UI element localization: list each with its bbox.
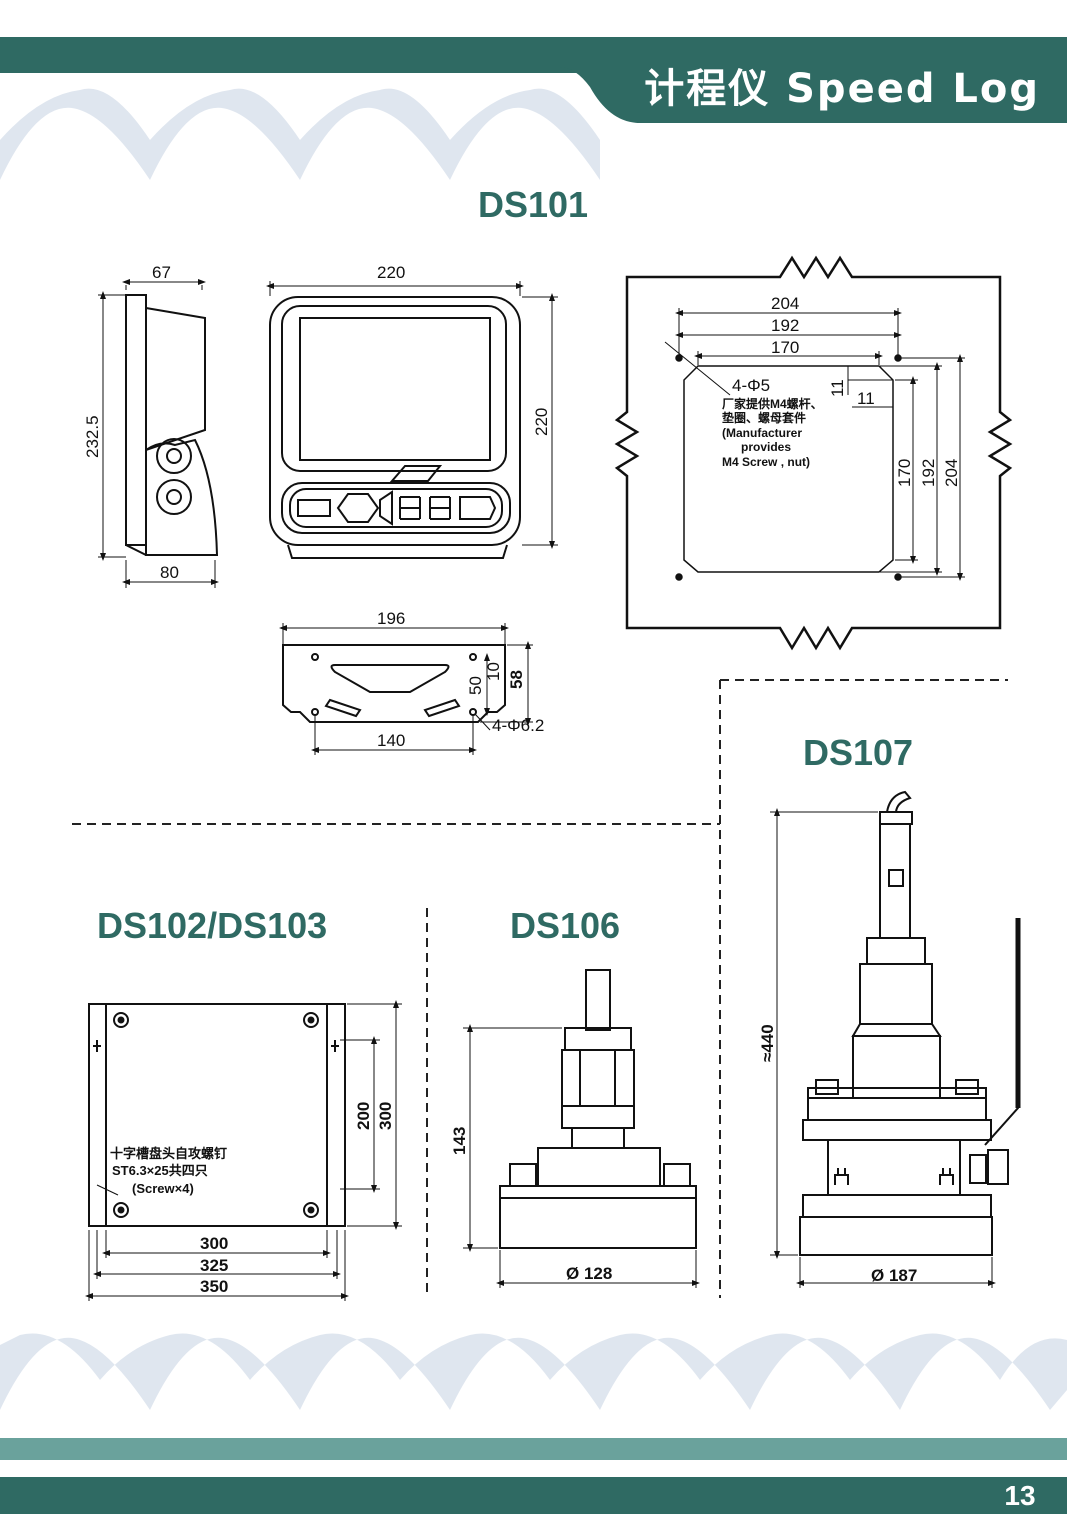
dim-ds102-h2: 300 [376,1102,395,1130]
ds102-note-line-2: ST6.3×25共四只 [112,1163,208,1178]
dim-cutout-mid: 192 [771,316,799,335]
dim-bracket-h1: 10 [484,662,503,681]
hole-spec: 4-Φ5 [732,376,770,395]
dim-bracket-h3: 58 [507,670,526,689]
note-en-line-1: (Manufacturer [722,426,802,440]
ds106-sensor [499,969,697,1249]
dim-ds106-diameter: Ø 128 [566,1264,612,1283]
dim-cutout-v-inner: 170 [895,459,914,487]
page-title: 计程仪 Speed Log [644,66,1040,112]
model-title-ds101: DS101 [478,184,589,225]
dim-front-width: 220 [377,263,405,282]
bracket-hole-spec: 4-Φ6.2 [492,716,544,735]
dim-ds102-h1: 200 [354,1102,373,1130]
ds102-ds103-box [88,1003,346,1227]
dim-ds107-height: ≈440 [758,1024,777,1062]
footer-bar [0,1477,1067,1514]
ds101-panel-cutout [614,255,1013,651]
dim-side-width: 67 [152,263,171,282]
dim-bracket-width: 196 [377,609,405,628]
model-title-ds107: DS107 [803,732,914,773]
dim-ds107-diameter: Ø 187 [871,1266,917,1285]
dim-cutout-outer: 204 [771,294,799,313]
ds102-note-line-1: 十字槽盘头自攻螺钉 [110,1146,227,1161]
ds102-note-line-3: (Screw×4) [132,1181,194,1196]
note-cn-line-2: 垫圈、螺母套件 [722,410,806,425]
dim-bracket-h2: 50 [466,676,485,695]
dim-front-height: 220 [532,408,551,436]
note-en-line-3: M4 Screw , nut) [722,455,810,469]
dim-ds102-w1: 300 [200,1234,228,1253]
dim-side-base: 80 [160,563,179,582]
ds101-side-view [125,294,219,556]
page-number: 13 [1004,1480,1036,1511]
dim-ds106-height: 143 [450,1127,469,1155]
dim-corner-b: 11 [857,389,875,408]
dim-corner-a: 11 [828,379,847,397]
model-title-ds102-ds103: DS102/DS103 [97,905,328,946]
ds101-front-view [269,296,521,559]
ds101-bracket [282,644,506,723]
dim-ds102-w3: 350 [200,1277,228,1296]
note-cn-line-1: 厂家提供M4螺杆、 [722,396,823,411]
header-tab [560,37,1067,123]
dim-cutout-v-mid: 192 [919,459,938,487]
ds107-sensor [799,790,1019,1256]
note-en-line-2: provides [741,440,791,454]
dashed-separators [72,679,1008,1298]
dim-bracket-holes: 140 [377,731,405,750]
dim-cutout-v-outer: 204 [942,459,961,487]
dim-side-height: 232.5 [83,415,102,458]
model-title-ds106: DS106 [510,905,621,946]
dim-cutout-inner: 170 [771,338,799,357]
dim-ds102-w2: 325 [200,1256,228,1275]
footer-band [0,1438,1067,1460]
